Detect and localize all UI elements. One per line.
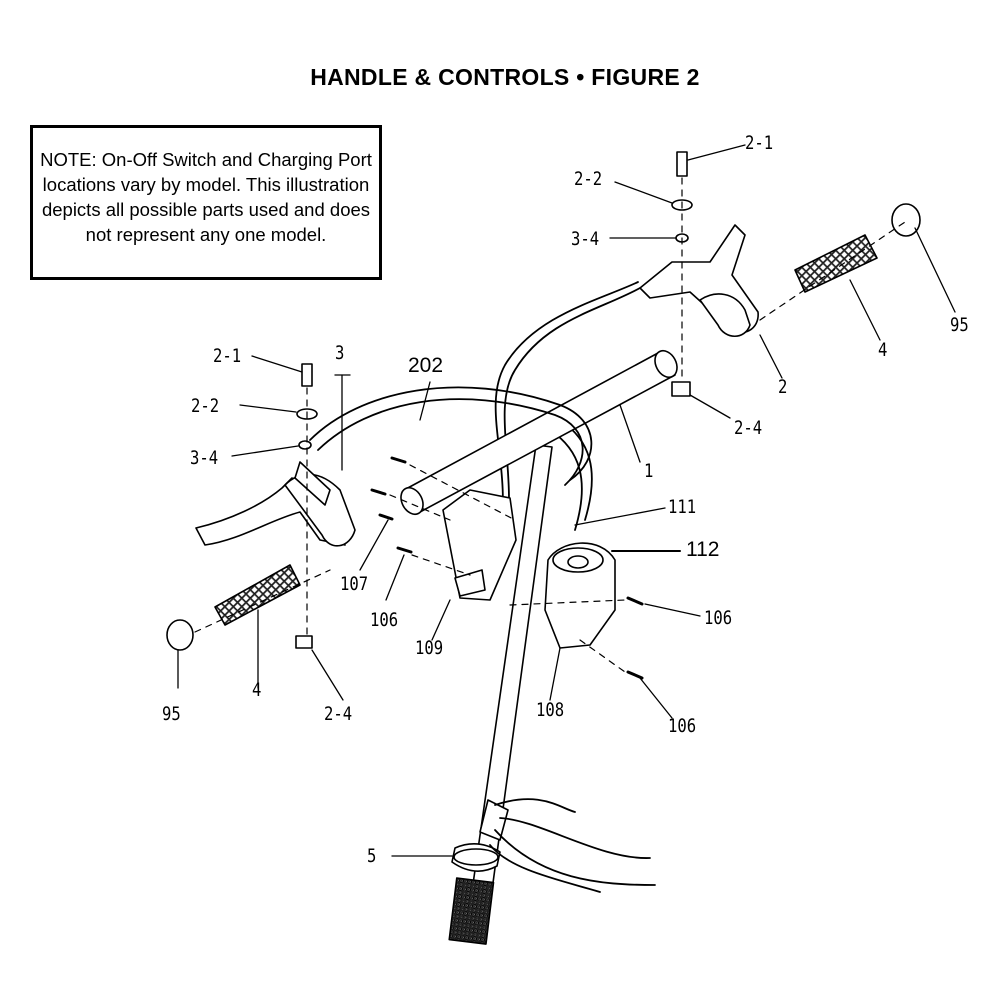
callout-2: 2 [778,376,788,398]
callout-2-2-left: 2-2 [191,395,220,417]
left-grip [214,564,301,626]
brake-cable-202 [309,386,593,486]
right-brake-lever [639,224,759,338]
callout-95-left: 95 [162,703,181,725]
callout-106-right-upper: 106 [704,607,733,629]
fasteners [295,151,693,680]
callout-3: 3 [335,342,345,364]
callout-106-right-lower: 106 [668,715,697,737]
right-grip [794,234,878,293]
callout-111: 111 [668,496,697,518]
callout-2-1-right: 2-1 [745,132,774,154]
callout-108: 108 [536,699,565,721]
callout-4-right: 4 [878,339,888,361]
controller-housing-108 [544,542,616,649]
figure-title: HANDLE & CONTROLS • FIGURE 2 [310,64,700,90]
right-end-cap [891,203,921,237]
callout-5: 5 [367,845,377,867]
callout-2-2-right: 2-2 [574,168,603,190]
leader-lines [177,144,956,857]
callout-3-4-right: 3-4 [571,228,600,250]
callout-3-4-left: 3-4 [190,447,219,469]
callout-1: 1 [644,460,654,482]
callout-95-right: 95 [950,314,969,336]
callout-2-4-right: 2-4 [734,417,763,439]
note-text: NOTE: On-Off Switch and Charging Port lo… [40,149,372,245]
stem-clamp [479,799,509,841]
callout-2-4-left: 2-4 [324,703,353,725]
callout-106-left: 106 [370,609,399,631]
callout-109: 109 [415,637,444,659]
callout-4-left: 4 [252,679,262,701]
assembly-lines [194,177,906,673]
left-end-cap [166,619,194,651]
note-box: NOTE: On-Off Switch and Charging Port lo… [30,125,382,280]
left-brake-lever [195,461,356,547]
callout-107: 107 [340,573,369,595]
callout-202: 202 [408,354,444,377]
steering-stem [448,444,553,945]
callout-112: 112 [686,538,720,561]
throttle-housing-109 [442,489,517,601]
callout-2-1-left: 2-1 [213,345,242,367]
